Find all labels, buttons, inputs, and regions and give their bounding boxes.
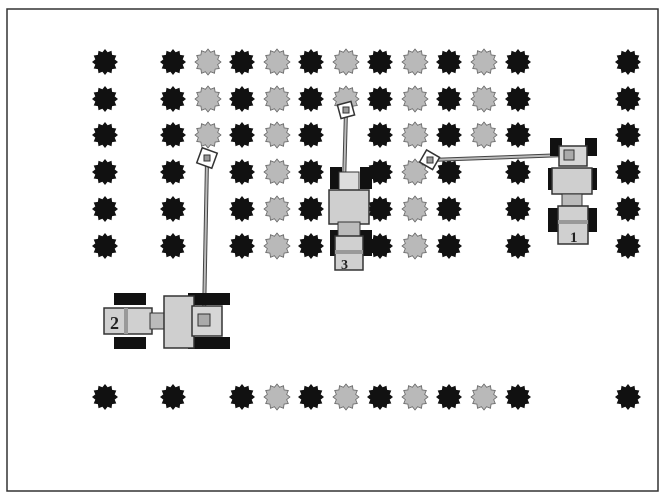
light-plant [263,121,291,149]
light-plant [470,48,498,76]
dark-plant [92,86,118,112]
dark-plant [160,49,186,75]
dark-plant [615,196,641,222]
light-plant [401,383,429,411]
figure-frame [6,8,659,492]
dark-plant [436,384,462,410]
dark-plant [229,159,255,185]
light-plant [263,195,291,223]
light-plant [401,195,429,223]
robot-1-gripper [418,148,441,171]
dark-plant [615,384,641,410]
light-plant [263,383,291,411]
robot-3: 3 [328,167,372,273]
dark-plant [505,49,531,75]
dark-plant [436,233,462,259]
light-plant [263,48,291,76]
dark-plant [160,233,186,259]
dark-plant [367,86,393,112]
dark-plant [367,49,393,75]
dark-plant [298,49,324,75]
dark-plant [505,86,531,112]
dark-plant [160,122,186,148]
dark-plant [436,49,462,75]
dark-plant [505,233,531,259]
dark-plant [160,196,186,222]
light-plant [401,232,429,260]
light-plant [401,48,429,76]
light-plant [470,121,498,149]
light-plant [263,232,291,260]
dark-plant [92,122,118,148]
light-plant [470,383,498,411]
dark-plant [229,384,255,410]
dark-plant [298,384,324,410]
dark-plant [505,122,531,148]
light-plant [263,85,291,113]
light-plant [194,48,222,76]
dark-plant [436,86,462,112]
dark-plant [367,196,393,222]
dark-plant [160,86,186,112]
dark-plant [229,233,255,259]
dark-plant [298,196,324,222]
light-plant [401,121,429,149]
robot-1-label: 1 [570,230,578,246]
dark-plant [229,49,255,75]
light-plant [263,158,291,186]
robot-2: 2 [103,293,230,349]
dark-plant [367,384,393,410]
dark-plant [615,122,641,148]
dark-plant [92,233,118,259]
dark-plant [436,196,462,222]
dark-plant [298,86,324,112]
light-plant [194,85,222,113]
dark-plant [615,233,641,259]
dark-plant [615,159,641,185]
robot-3-label: 3 [341,258,348,273]
robot-3-gripper [336,100,356,120]
light-plant [194,121,222,149]
light-plant [332,383,360,411]
dark-plant [436,159,462,185]
dark-plant [229,122,255,148]
dark-plant [92,384,118,410]
dark-plant [505,384,531,410]
robot-2-gripper [195,146,219,170]
dark-plant [436,122,462,148]
dark-plant [367,122,393,148]
dark-plant [298,122,324,148]
dark-plant [298,233,324,259]
dark-plant [505,159,531,185]
dark-plant [615,49,641,75]
dark-plant [160,384,186,410]
dark-plant [160,159,186,185]
robot-1: 1 [548,138,597,246]
dark-plant [505,196,531,222]
dark-plant [92,49,118,75]
dark-plant [298,159,324,185]
light-plant [401,85,429,113]
robot-2-label: 2 [110,313,119,333]
dark-plant [92,196,118,222]
light-plant [332,48,360,76]
dark-plant [229,86,255,112]
dark-plant [92,159,118,185]
light-plant [470,85,498,113]
dark-plant [615,86,641,112]
dark-plant [229,196,255,222]
